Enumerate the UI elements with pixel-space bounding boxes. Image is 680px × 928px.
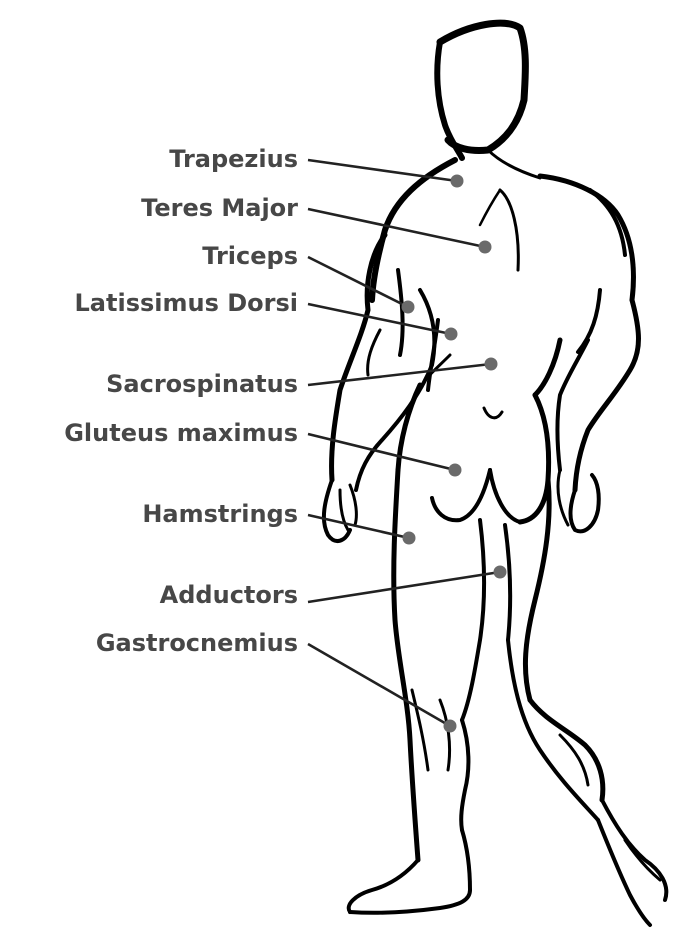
leader-lines xyxy=(308,160,500,726)
dot-latissimus-dorsi xyxy=(445,328,458,341)
label-latissimus-dorsi: Latissimus Dorsi xyxy=(75,289,298,317)
label-sacrospinatus: Sacrospinatus xyxy=(106,370,298,398)
leader-teres-major xyxy=(308,209,485,247)
body-figure xyxy=(324,23,666,925)
label-trapezius: Trapezius xyxy=(169,145,298,173)
marker-dots xyxy=(402,175,507,733)
label-gluteus-maximus: Gluteus maximus xyxy=(64,419,298,447)
leader-triceps xyxy=(308,257,408,307)
dot-teres-major xyxy=(479,241,492,254)
dot-adductors xyxy=(494,566,507,579)
dot-trapezius xyxy=(451,175,464,188)
dot-triceps xyxy=(402,301,415,314)
leader-sacrospinatus xyxy=(308,364,491,385)
muscle-labels: Trapezius Teres Major Triceps Latissimus… xyxy=(64,145,298,657)
label-adductors: Adductors xyxy=(160,581,298,609)
leader-adductors xyxy=(308,572,500,602)
label-teres-major: Teres Major xyxy=(141,194,298,222)
leader-gastrocnemius xyxy=(308,644,450,726)
label-hamstrings: Hamstrings xyxy=(142,500,298,528)
label-triceps: Triceps xyxy=(202,242,298,270)
dot-hamstrings xyxy=(403,532,416,545)
dot-gluteus-maximus xyxy=(449,464,462,477)
dot-sacrospinatus xyxy=(485,358,498,371)
dot-gastrocnemius xyxy=(444,720,457,733)
label-gastrocnemius: Gastrocnemius xyxy=(96,629,298,657)
